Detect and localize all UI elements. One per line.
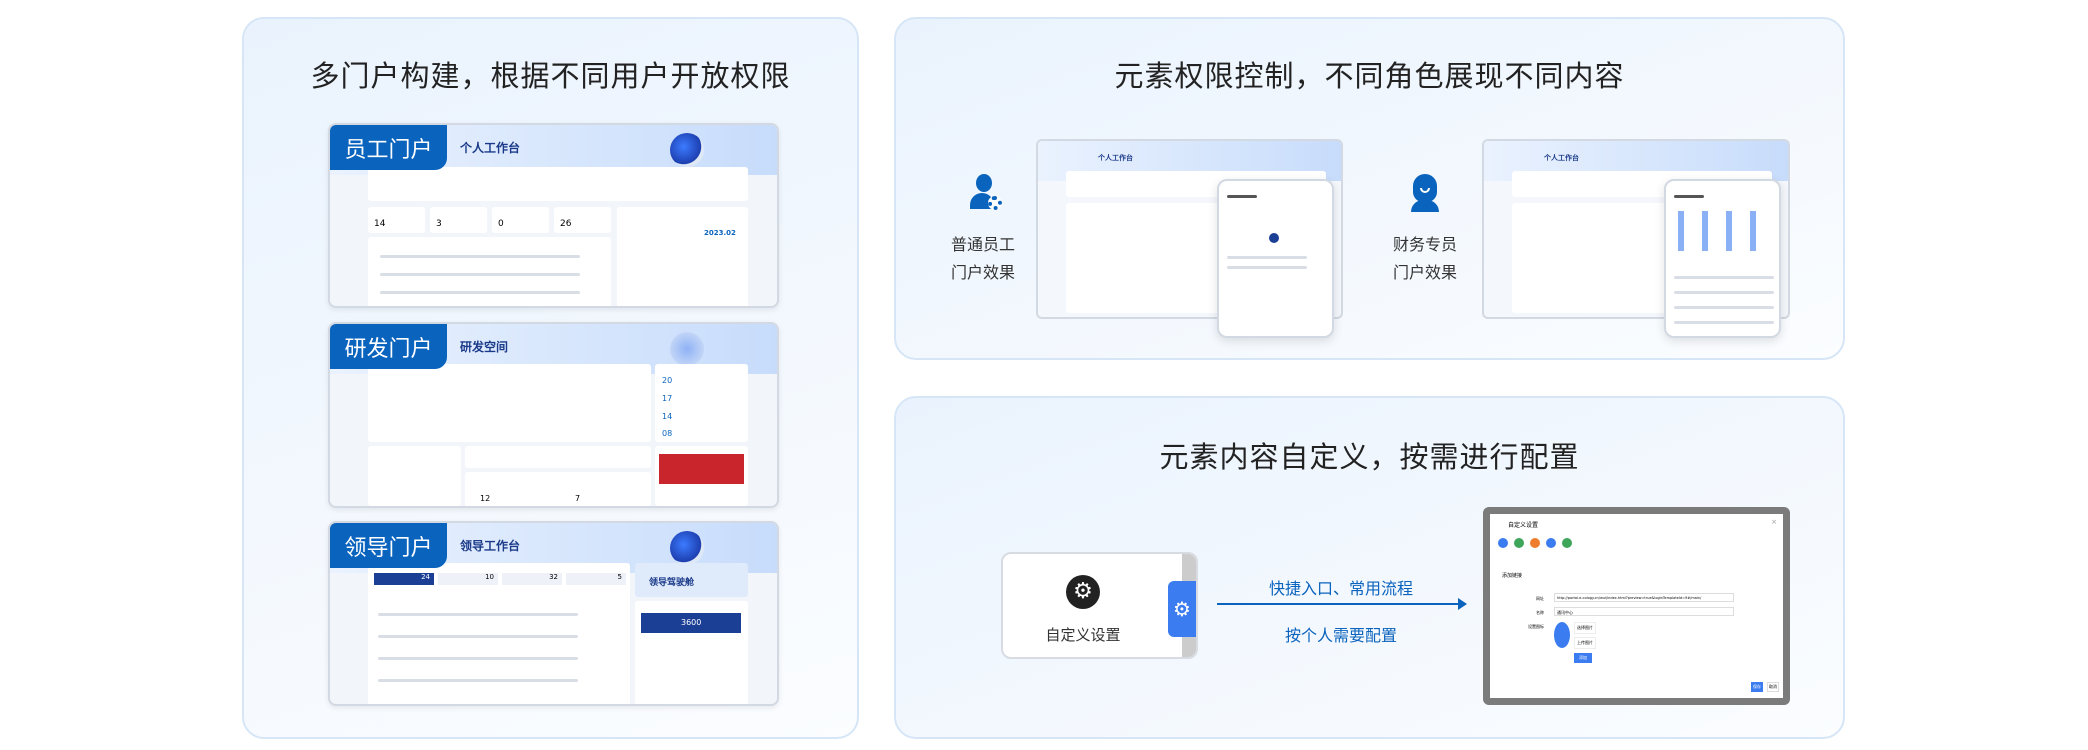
portal-subtitle: 领导工作台 <box>460 539 521 553</box>
date: 08 <box>662 429 673 438</box>
org-chart-icon <box>1554 622 1570 648</box>
robot-icon <box>670 332 704 366</box>
cockpit-banner[interactable]: 领导驾驶舱 <box>635 563 748 597</box>
finance-mobile-preview <box>1664 179 1781 338</box>
tab-count[interactable]: 10 <box>438 573 498 585</box>
tab-count[interactable]: 32 <box>502 573 562 585</box>
tab-count[interactable]: 5 <box>566 573 626 585</box>
headcount: 3600 <box>641 613 741 633</box>
name-label: 名称 <box>1536 610 1544 615</box>
robot-icon <box>670 133 704 167</box>
name-input[interactable]: 通讯中心 <box>1554 607 1734 616</box>
close-icon[interactable]: × <box>1771 518 1777 526</box>
icon-label: 设置图标 <box>1528 624 1544 629</box>
tab-count[interactable]: 24 <box>374 573 434 585</box>
add-button[interactable]: 添加 <box>1574 653 1592 663</box>
arrow-caption-bottom: 按个人需要配置 <box>1284 626 1397 645</box>
stat: 7 <box>575 494 581 503</box>
custom-content-panel: 元素内容自定义，按需进行配置 ⚙ 自定义设置 ⚙ 快捷入口、常用流程 按个人需要… <box>894 396 1845 739</box>
calendar-month: 2023.02 <box>704 229 736 237</box>
custom-settings-label: 自定义设置 <box>1045 626 1121 644</box>
employee-portal-screenshot[interactable]: 个人工作台 14 3 0 26 2023.02 员工门户 <box>328 123 779 308</box>
settings-tab-button[interactable]: ⚙ <box>1168 581 1196 637</box>
save-button[interactable]: 保存 <box>1751 682 1763 692</box>
gear-icon: ⚙ <box>1066 575 1100 609</box>
arrow-caption-top: 快捷入口、常用流程 <box>1268 579 1413 598</box>
date: 20 <box>662 376 673 385</box>
url-input[interactable]: http://portal.e-cology.cn/wui/index.html… <box>1554 593 1734 602</box>
arrow-head-icon <box>1458 598 1467 610</box>
stat: 14 <box>368 207 425 233</box>
arrow <box>1217 603 1461 605</box>
desktop-header: 个人工作台 <box>1544 154 1579 162</box>
upload-image-button[interactable]: 上传图片 <box>1574 637 1596 649</box>
role-label: 财务专员 <box>1392 235 1457 254</box>
url-label: 网址 <box>1536 596 1544 601</box>
shortcut-icons <box>1498 538 1572 548</box>
stat: 3 <box>430 207 487 233</box>
custom-settings-card[interactable]: ⚙ 自定义设置 ⚙ <box>1001 552 1198 659</box>
rd-portal-screenshot[interactable]: 研发空间 20 17 14 08 12 7 研发门户 <box>328 322 779 508</box>
role-label: 普通员工 <box>950 235 1015 254</box>
user-headset-icon <box>1411 174 1439 214</box>
leader-portal-screenshot[interactable]: 领导工作台 24 10 32 5 领导驾驶舱 3600 领导门户 <box>328 521 779 706</box>
stat: 12 <box>480 494 491 503</box>
robot-icon <box>670 531 704 565</box>
date: 14 <box>662 412 673 421</box>
portal-badge: 员工门户 <box>330 125 447 170</box>
panel-title: 多门户构建，根据不同用户开放权限 <box>310 59 791 93</box>
user-gear-icon <box>968 174 1004 214</box>
role-label: 门户效果 <box>950 263 1015 282</box>
portal-badge: 领导门户 <box>330 523 447 568</box>
panel-title: 元素权限控制，不同角色展现不同内容 <box>1114 59 1625 93</box>
element-permission-panel: 元素权限控制，不同角色展现不同内容 普通员工 门户效果 个人工作台 财务专员 门… <box>894 17 1845 360</box>
stat: 26 <box>554 207 611 233</box>
dialog-title: 自定义设置 <box>1508 522 1539 529</box>
panel-title: 元素内容自定义，按需进行配置 <box>1159 440 1580 474</box>
stat: 0 <box>492 207 549 233</box>
desktop-header: 个人工作台 <box>1098 154 1133 162</box>
portal-subtitle: 个人工作台 <box>460 141 521 155</box>
custom-settings-dialog: 自定义设置 × 添加链接 网址 http://portal.e-cology.c… <box>1483 507 1790 705</box>
portal-badge: 研发门户 <box>330 324 447 369</box>
role-label: 门户效果 <box>1392 263 1457 282</box>
choose-image-button[interactable]: 选择图片 <box>1574 622 1596 634</box>
employee-mobile-preview <box>1217 179 1334 338</box>
cancel-button[interactable]: 取消 <box>1767 682 1779 692</box>
date: 17 <box>662 394 673 403</box>
multi-portal-panel: 多门户构建，根据不同用户开放权限 个人工作台 14 3 0 26 2023.02… <box>242 17 859 739</box>
section-label: 添加链接 <box>1502 573 1523 579</box>
portal-subtitle: 研发空间 <box>460 340 509 354</box>
